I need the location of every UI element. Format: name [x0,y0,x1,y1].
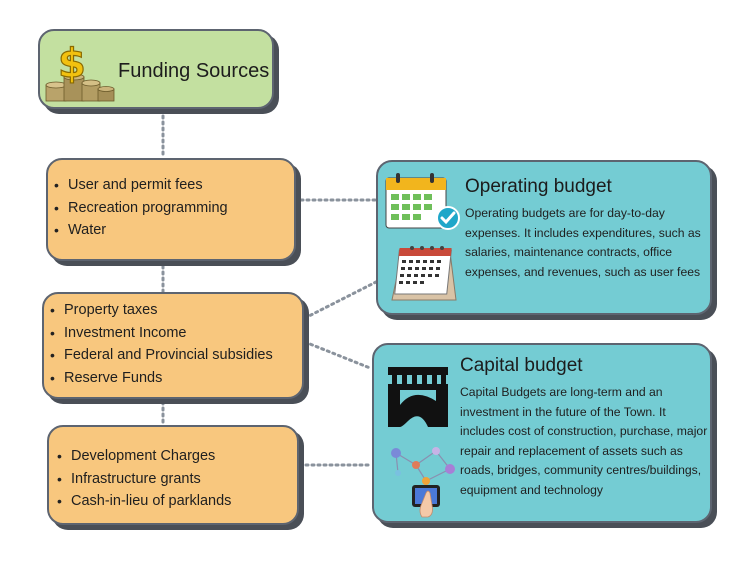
connector-group2-capital [303,340,372,370]
capital-budget-line: includes cost of construction, purchase,… [460,424,708,438]
capital-budget-line: investment in the future of the Town. It [460,404,666,419]
operating-budget-line: Operating budgets are for day-to-day [465,206,665,220]
technology-network-icon [391,447,455,518]
capital-budget-box: Capital budget Capital Budgets are long-… [372,343,712,523]
capital-budget-description: Capital Budgets are long-term and an inv… [460,383,707,500]
funding-group-development: Development Charges Infrastructure grant… [47,425,299,525]
funding-item: Reserve Funds [48,367,273,390]
funding-sources-box: $ Funding Sources [38,29,274,109]
funding-item: Development Charges [55,445,231,468]
funding-item: User and permit fees [52,174,228,197]
funding-item: Property taxes [48,299,273,322]
capital-budget-line: roads, bridges, community centres/buildi… [460,463,702,477]
capital-budget-title: Capital budget [460,355,583,376]
operating-budget-line: expenses, and revenues, such as user fee… [465,264,701,279]
capital-budget-line: repair and replacement of assets such as [460,443,683,458]
funding-item: Water [52,219,228,242]
connector-group2-operating [303,280,378,320]
operating-budget-title: Operating budget [465,176,612,197]
funding-item: Recreation programming [52,197,228,220]
operating-budget-line: expenses. It includes expenditures, such… [465,225,701,240]
funding-item: Federal and Provincial subsidies [48,344,273,367]
operating-budget-line: salaries, maintenance contracts, office [465,245,673,259]
funding-group-user-fees: User and permit fees Recreation programm… [46,158,296,261]
svg-text:$: $ [58,41,86,87]
calendar-check-icon [385,173,460,230]
funding-sources-title: Funding Sources [118,60,270,82]
money-coins-icon: $ [45,40,115,102]
bridge-icon [388,367,448,427]
funding-item: Infrastructure grants [55,468,231,491]
capital-budget-line: equipment and technology [460,482,603,497]
funding-group-taxes: Property taxes Investment Income Federal… [42,292,304,399]
funding-item: Investment Income [48,322,273,345]
operating-budget-description: Operating budgets are for day-to-day exp… [465,204,701,282]
desk-calendar-icon [391,246,457,301]
funding-item: Cash-in-lieu of parklands [55,490,231,513]
capital-budget-line: Capital Budgets are long-term and an [460,385,663,399]
operating-budget-box: Operating budget Operating budgets are f… [376,160,712,315]
